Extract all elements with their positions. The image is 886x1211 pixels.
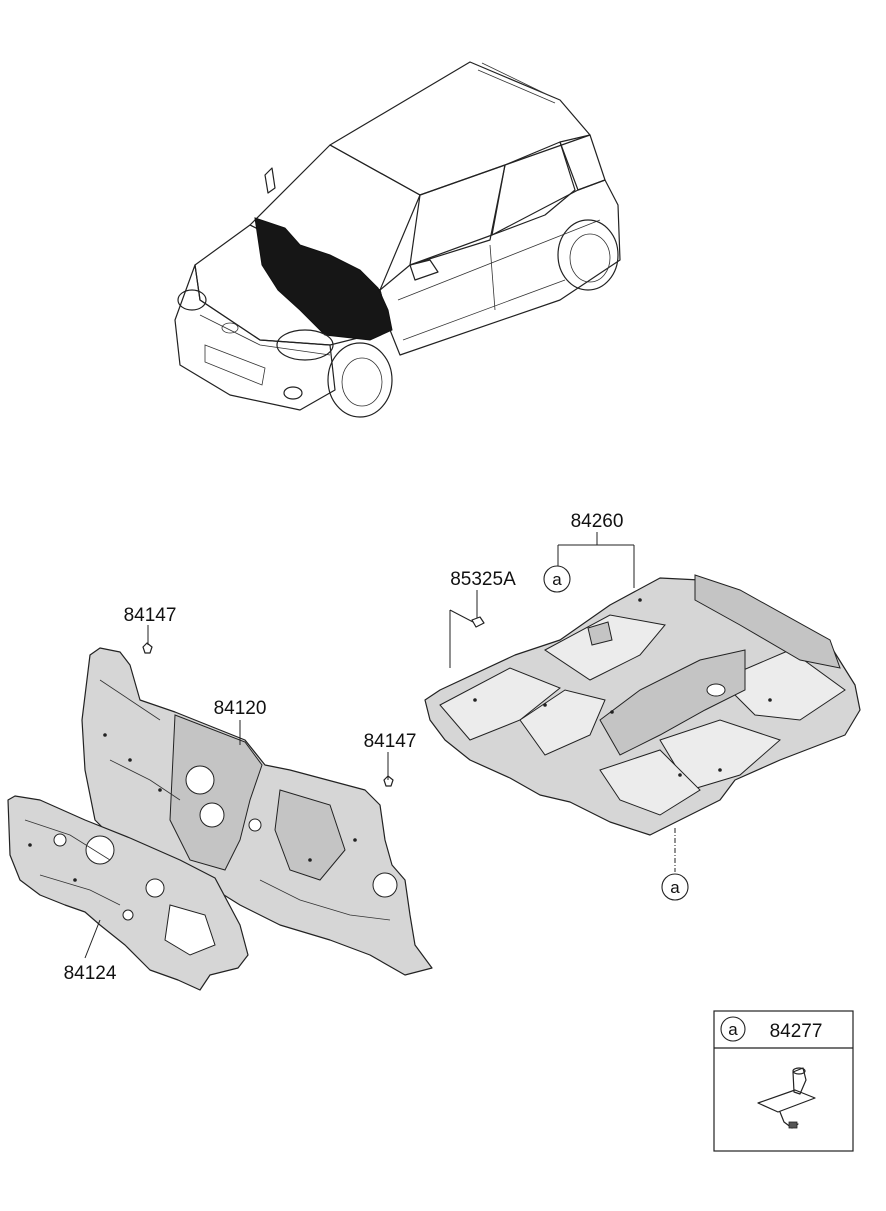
dash-panel-84120 <box>81 647 433 976</box>
ref-circle-a-bottom: a <box>661 873 689 901</box>
label-84120: 84120 <box>214 698 267 719</box>
leader-lines <box>84 532 676 959</box>
floor-carpet-84260 <box>424 574 861 836</box>
clip-84277-graphic <box>757 1067 816 1129</box>
ref-circle-a-top: a <box>543 565 571 593</box>
label-85325A: 85325A <box>450 569 516 590</box>
fastener-84147-left-graphic <box>142 642 153 654</box>
svg-text:a: a <box>552 570 562 589</box>
label-84260: 84260 <box>571 511 624 532</box>
label-84147-left: 84147 <box>124 605 177 626</box>
hood-insulator-highlight <box>254 217 393 341</box>
svg-text:a: a <box>670 878 680 897</box>
car-illustration <box>174 61 621 418</box>
label-84147-right: 84147 <box>364 731 417 752</box>
dash-insulator-84124 <box>7 795 249 991</box>
label-84124: 84124 <box>64 963 117 984</box>
detail-ref-label: a <box>728 1020 738 1039</box>
detail-part-label: 84277 <box>770 1021 823 1042</box>
fastener-84147-right-graphic <box>383 775 394 787</box>
detail-box-84277: a 84277 <box>713 1010 854 1152</box>
clip-85325A-graphic <box>471 616 485 628</box>
